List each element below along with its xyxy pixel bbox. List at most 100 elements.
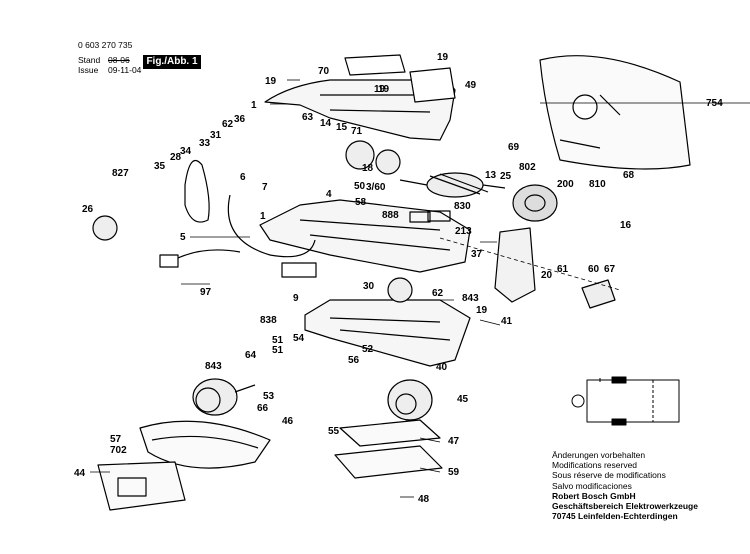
- callout-number: 1: [251, 100, 257, 111]
- callout-number: 40: [436, 362, 448, 373]
- callout-number: 5: [180, 232, 186, 243]
- cable-part: [159, 194, 316, 268]
- callout-number: 36: [234, 114, 246, 125]
- callout-number: 51: [272, 345, 284, 356]
- field-coil-part: [512, 184, 558, 222]
- callout-number: 19: [378, 84, 390, 95]
- callout-number: 71: [351, 126, 363, 137]
- callout-number: 55: [328, 426, 340, 437]
- wiring-schematic: [571, 376, 680, 426]
- callout-number: 50: [354, 181, 366, 192]
- callout-number: 26: [82, 204, 94, 215]
- armature-part: [399, 172, 506, 198]
- label-plate-888: [427, 210, 451, 222]
- callout-number: 52: [362, 344, 374, 355]
- label-plate-9: [281, 262, 317, 278]
- callout-number: 20: [541, 270, 553, 281]
- callout-number: 45: [457, 394, 469, 405]
- callout-number: 68: [623, 170, 635, 181]
- callout-number: 18: [362, 163, 374, 174]
- callout-number: 63: [302, 112, 314, 123]
- idler-roller-part: [387, 379, 433, 421]
- callout-number: 33: [199, 138, 211, 149]
- end-cap-part: [581, 279, 616, 309]
- callout-number: 702: [110, 445, 127, 456]
- callout-number: 64: [245, 350, 257, 361]
- callout-number: 30: [363, 281, 375, 292]
- callout-number: 25: [500, 171, 512, 182]
- note-line: Änderungen vorbehalten: [552, 450, 646, 460]
- callout-number: 19: [374, 84, 386, 95]
- callout-number: 13: [485, 170, 497, 181]
- address: 70745 Leinfelden-Echterdingen: [552, 511, 678, 522]
- callout-number: 827: [112, 168, 129, 179]
- note-line: Modifications reserved: [552, 460, 638, 471]
- base-frame-part: [304, 299, 471, 367]
- callout-number: 802: [519, 162, 536, 173]
- callout-number: 34: [180, 146, 192, 157]
- callout-number: 41: [501, 316, 513, 327]
- callout-number: 7: [262, 182, 268, 193]
- callout-number: 59: [448, 467, 460, 478]
- issue-label: Issue: [78, 65, 99, 75]
- callout-number: 46: [282, 416, 294, 427]
- callout-number: 4: [326, 189, 332, 200]
- callout-number: 61: [557, 264, 569, 275]
- callout-number: 66: [257, 403, 269, 414]
- callout-number: 843: [462, 293, 479, 304]
- callout-number: 16: [620, 220, 632, 231]
- note-line: Sous réserve de modifications: [552, 470, 666, 481]
- stand-label: Stand: [78, 55, 101, 65]
- callout-number: 57: [110, 434, 122, 445]
- callout-number: 47: [448, 436, 460, 447]
- callout-number: 1: [260, 211, 266, 222]
- part-number: 0 603 270 735: [78, 40, 133, 50]
- callout-number: 19: [437, 52, 449, 63]
- company-name: Robert Bosch GmbH: [552, 490, 636, 501]
- gear-parts: [92, 140, 413, 303]
- callout-number: 888: [382, 210, 399, 221]
- issue-value: 09-11-04: [108, 65, 142, 75]
- note-line: Salvo modificaciones: [552, 480, 632, 491]
- notes-block: Änderungen vorbehalten Modifications res…: [552, 450, 698, 521]
- division-name: Geschäftsbereich Elektrowerkzeuge: [552, 501, 698, 512]
- callout-number: 60: [588, 264, 600, 275]
- callout-number: 58: [355, 197, 367, 208]
- callout-number: 14: [320, 118, 332, 129]
- callout-number: 51: [272, 335, 284, 346]
- dust-bag-part: [539, 55, 691, 170]
- callout-number: 28: [170, 152, 182, 163]
- callout-number: 67: [604, 264, 616, 275]
- callout-number: 97: [200, 287, 212, 298]
- toothed-belt-part: [184, 160, 210, 223]
- callout-number: 19: [265, 76, 277, 87]
- housing-cover-part: [264, 54, 456, 141]
- callout-number: 200: [557, 179, 574, 190]
- callout-number: 31: [210, 130, 222, 141]
- callout-number: 838: [260, 315, 277, 326]
- callout-number: 830: [454, 201, 471, 212]
- figure-label: Fig./Abb. 1: [143, 55, 201, 69]
- leader-lines: [90, 79, 750, 498]
- callout-number: 69: [508, 142, 520, 153]
- callout-number: 49: [465, 80, 477, 91]
- callout-number: 37: [471, 249, 483, 260]
- callout-number: 35: [154, 161, 166, 172]
- callout-number: 53: [263, 391, 275, 402]
- callout-number: 48: [418, 494, 430, 505]
- callout-number: 19: [476, 305, 488, 316]
- callout-number: 56: [348, 355, 360, 366]
- callout-number: 810: [589, 179, 606, 190]
- callout-number: 213: [455, 226, 472, 237]
- callout-number: 62: [432, 288, 444, 299]
- callout-number: 70: [318, 66, 330, 77]
- callout-number: 3/60: [366, 182, 386, 193]
- callout-number: 62: [222, 119, 234, 130]
- callout-number: 44: [74, 468, 86, 479]
- plate-parts: [334, 419, 443, 479]
- main-housing-part: [259, 199, 471, 273]
- drive-roller-part: [192, 378, 256, 416]
- callout-number: 6: [240, 172, 246, 183]
